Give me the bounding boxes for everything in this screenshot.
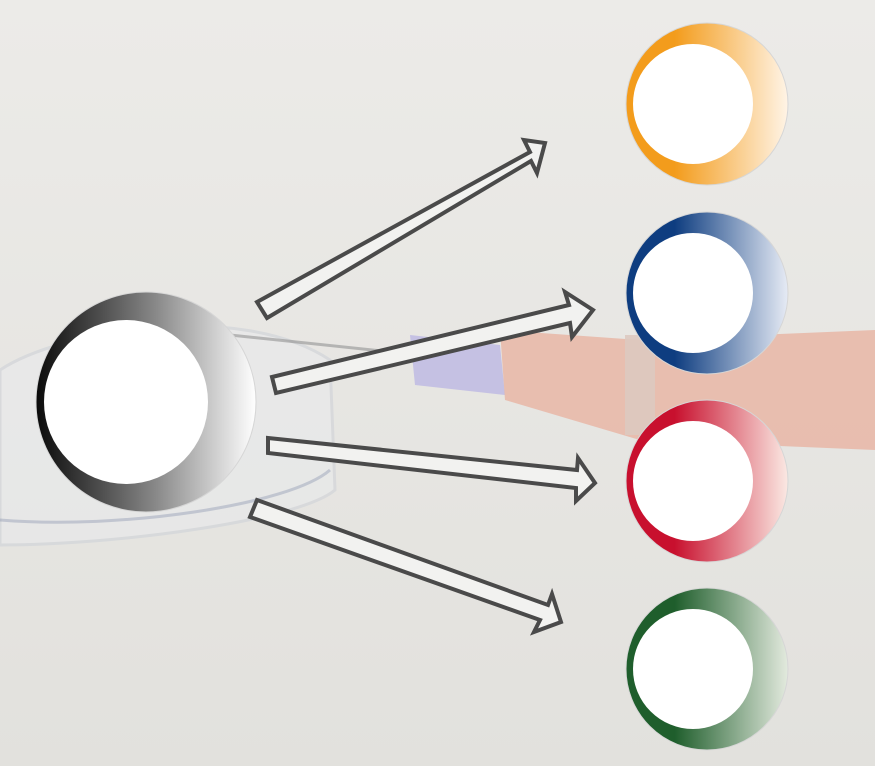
target-red-node [626,400,788,562]
target-orange-node-core [633,44,753,164]
source-node-core [44,320,208,484]
target-blue-node [626,212,788,374]
target-green-node-core [633,609,753,729]
target-green-node [626,588,788,750]
source-node [36,292,256,512]
target-orange-node [626,23,788,185]
target-blue-node-core [633,233,753,353]
target-red-node-core [633,421,753,541]
